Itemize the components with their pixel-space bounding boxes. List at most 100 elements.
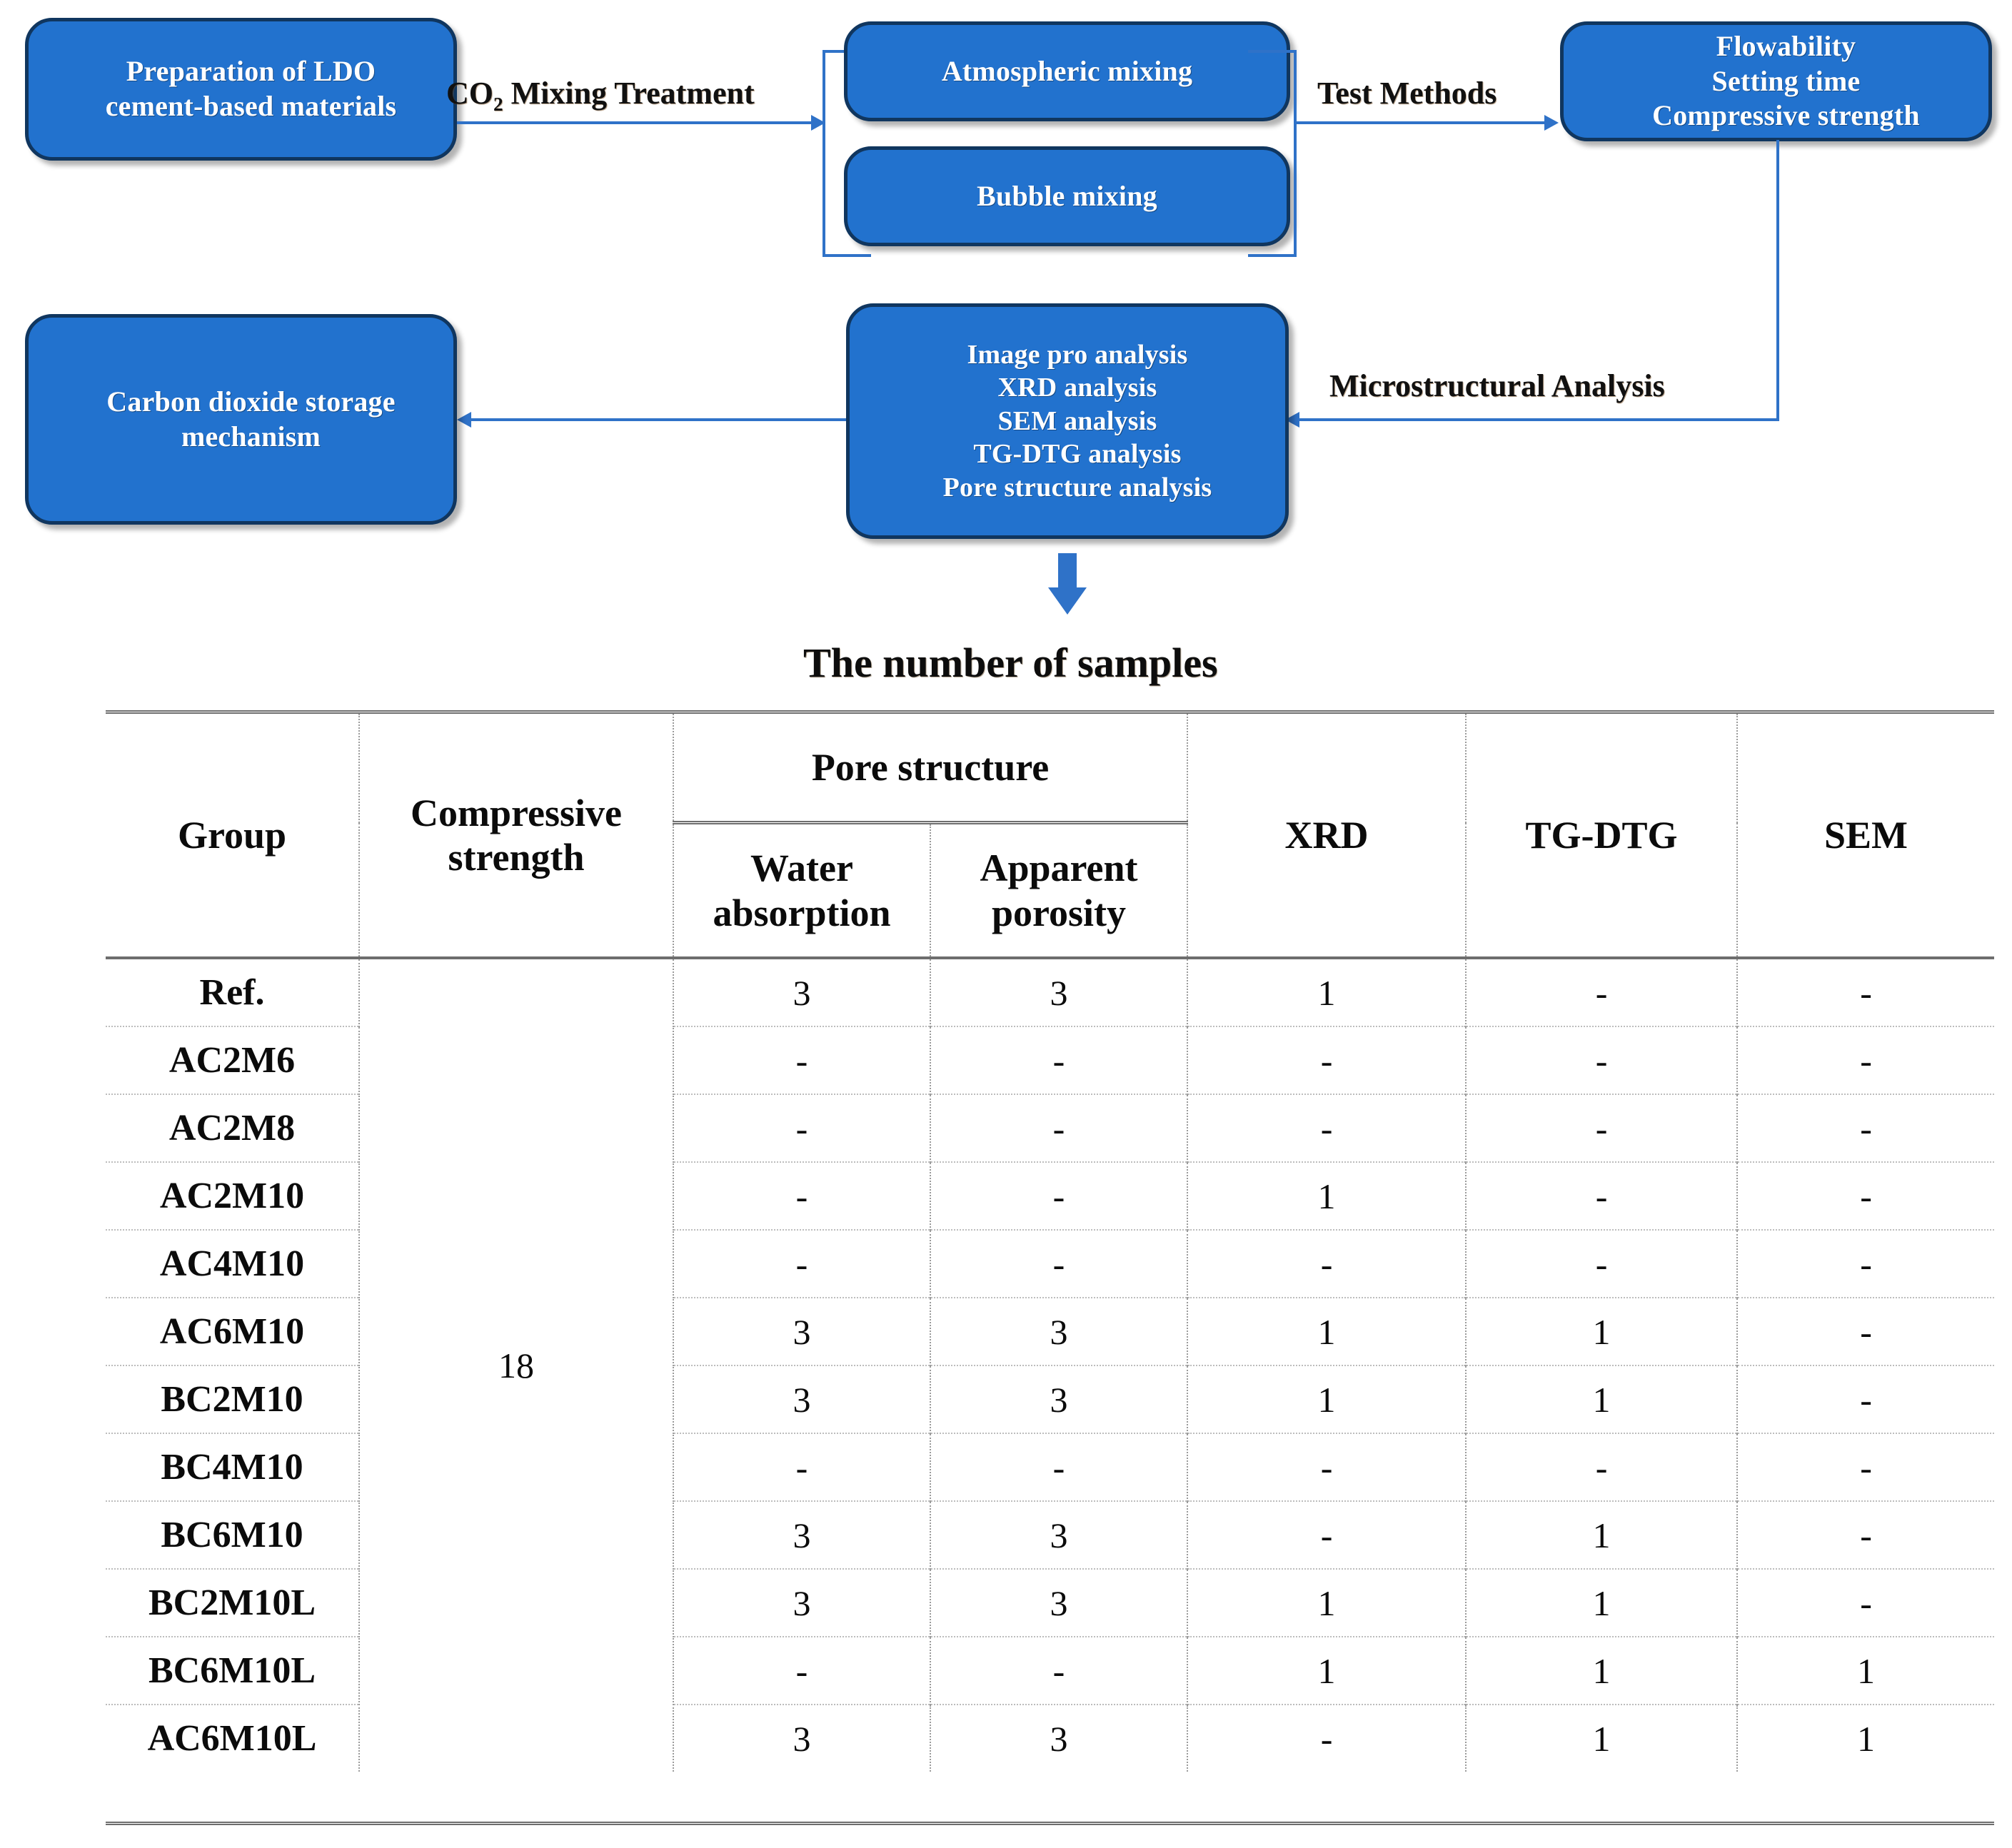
cell-xrd: 1	[1187, 1568, 1467, 1637]
box-line: TG-DTG analysis	[973, 439, 1182, 470]
bracket-right-vertical	[1294, 50, 1297, 257]
cell-xrd: -	[1187, 1229, 1467, 1298]
flowchart-box-properties: Flowability Setting time Compressive str…	[1560, 21, 1992, 141]
cell-xrd: -	[1187, 1026, 1467, 1094]
arrowhead-mixing-to-properties	[1544, 115, 1559, 131]
table-caption: The number of samples	[803, 640, 1218, 686]
cell-apparent-porosity: -	[929, 1433, 1189, 1501]
flowchart-box-preparation: Preparation of LDO cement-based material…	[25, 18, 457, 161]
cell-xrd: -	[1187, 1433, 1467, 1501]
connector-line-properties-drop	[1776, 140, 1779, 421]
co2-text: CO	[446, 76, 493, 111]
cell-apparent-porosity: -	[929, 1094, 1189, 1162]
cell-sem: -	[1736, 1026, 1995, 1094]
cell-tg-dtg: 1	[1465, 1365, 1739, 1433]
cell-sem: -	[1736, 1433, 1995, 1501]
header-line: Compressive	[411, 791, 622, 834]
flowchart-box-atmospheric-mixing: Atmospheric mixing	[844, 21, 1290, 121]
cell-tg-dtg: 1	[1465, 1568, 1739, 1637]
box-line: XRD analysis	[997, 373, 1157, 403]
cell-tg-dtg: 1	[1465, 1297, 1739, 1365]
cell-apparent-porosity: 3	[929, 1704, 1189, 1772]
cell-sem: -	[1736, 1229, 1995, 1298]
cell-group: AC2M8	[106, 1094, 360, 1162]
down-arrow-icon	[1048, 553, 1087, 617]
cell-group: BC2M10	[106, 1365, 360, 1433]
bracket-left-vertical	[823, 50, 825, 257]
cell-apparent-porosity: -	[929, 1636, 1189, 1705]
cell-tg-dtg: 1	[1465, 1500, 1739, 1569]
cell-group: AC6M10	[106, 1297, 360, 1365]
cell-sem: -	[1736, 1094, 1995, 1162]
flowchart-box-bubble-mixing: Bubble mixing	[844, 146, 1290, 246]
cell-tg-dtg: -	[1465, 1229, 1739, 1298]
connector-line-prep-to-mixing	[457, 121, 814, 124]
arrowhead-properties-to-analysis	[1285, 412, 1299, 428]
box-line: Flowability	[1716, 29, 1856, 62]
box-line: Pore structure analysis	[942, 472, 1212, 503]
connector-line-mixing-to-properties	[1294, 121, 1547, 124]
cell-xrd: 1	[1187, 1297, 1467, 1365]
connector-label-co2-mixing: CO2 Mixing Treatment	[446, 75, 755, 116]
cell-water-absorption: 3	[673, 1365, 931, 1433]
cell-xrd: -	[1187, 1094, 1467, 1162]
cell-water-absorption: 3	[673, 1568, 931, 1637]
bracket-right-top	[1248, 50, 1297, 53]
box-line: SEM analysis	[997, 405, 1157, 436]
header-line: strength	[448, 836, 585, 879]
column-header-water-absorption: Water absorption	[673, 821, 931, 958]
cell-water-absorption: -	[673, 1161, 931, 1230]
cell-apparent-porosity: -	[929, 1161, 1189, 1230]
cell-sem: -	[1736, 1500, 1995, 1569]
cell-water-absorption: 3	[673, 1500, 931, 1569]
table-row: AC2M8-----	[106, 1094, 1995, 1162]
cell-water-absorption: 3	[673, 1297, 931, 1365]
column-header-sem: SEM	[1736, 710, 1995, 958]
header-line: Water	[750, 847, 853, 890]
cell-xrd: 1	[1187, 1161, 1467, 1230]
connector-label-microstructural-analysis: Microstructural Analysis	[1329, 368, 1665, 403]
box-line: mechanism	[181, 420, 321, 453]
table-row: AC2M10--1--	[106, 1161, 1995, 1230]
box-line: Compressive strength	[1652, 99, 1920, 132]
table-bottom-rule	[106, 1822, 1994, 1829]
header-line: porosity	[991, 891, 1127, 934]
co2-subscript: 2	[493, 93, 503, 115]
arrowhead-prep-to-mixing	[811, 115, 825, 131]
cell-water-absorption: 3	[673, 956, 931, 1026]
cell-group: AC2M6	[106, 1026, 360, 1094]
cell-tg-dtg: -	[1465, 1161, 1739, 1230]
cell-xrd: 1	[1187, 1365, 1467, 1433]
cell-tg-dtg: 1	[1465, 1704, 1739, 1772]
cell-xrd: -	[1187, 1500, 1467, 1569]
column-header-xrd: XRD	[1187, 710, 1467, 958]
bracket-right-bottom	[1248, 254, 1297, 257]
table-header-row-2: Water absorption Apparent porosity	[106, 821, 1994, 958]
cell-water-absorption: -	[673, 1229, 931, 1298]
column-header-tg-dtg: TG-DTG	[1465, 710, 1739, 958]
cell-water-absorption: -	[673, 1094, 931, 1162]
connector-line-analysis-to-storage	[471, 418, 846, 421]
connector-label-test-methods: Test Methods	[1317, 76, 1497, 111]
bracket-left-bottom	[823, 254, 871, 257]
cell-water-absorption: -	[673, 1433, 931, 1501]
cell-tg-dtg: -	[1465, 1026, 1739, 1094]
cell-apparent-porosity: -	[929, 1229, 1189, 1298]
table-row: AC4M10-----	[106, 1229, 1995, 1298]
cell-xrd: 1	[1187, 1636, 1467, 1705]
cell-sem: -	[1736, 1297, 1995, 1365]
box-line: Image pro analysis	[967, 340, 1188, 370]
table-row: AC2M6-----	[106, 1026, 1995, 1094]
cell-water-absorption: -	[673, 1636, 931, 1705]
cell-sem: 1	[1736, 1704, 1995, 1772]
cell-tg-dtg: -	[1465, 1433, 1739, 1501]
box-line: Preparation of LDO	[126, 55, 376, 88]
box-line: Bubble mixing	[977, 179, 1157, 212]
flowchart-box-storage: Carbon dioxide storage mechanism	[25, 314, 457, 525]
